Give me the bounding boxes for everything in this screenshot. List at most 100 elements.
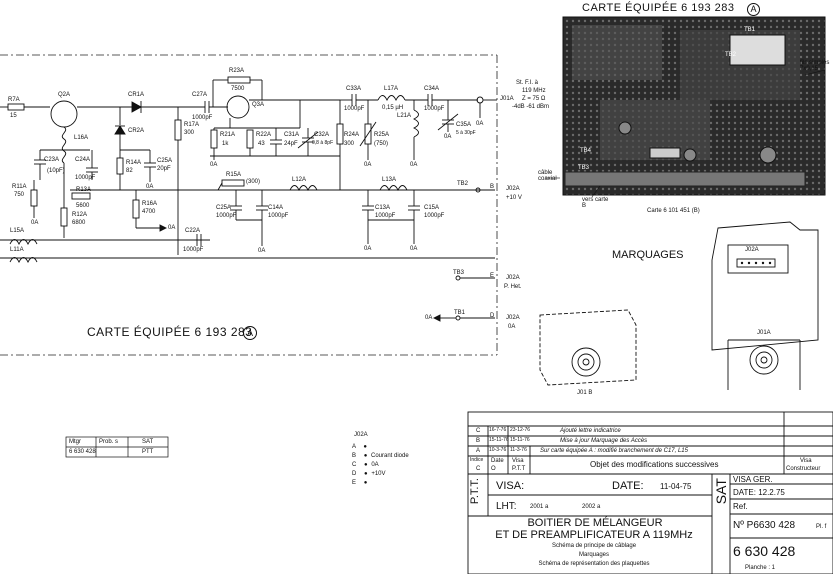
- c32a-value: 0,8 à 8pF: [312, 140, 334, 146]
- small-table-c2: PTT: [142, 449, 154, 455]
- c23a-value: (10pF): [47, 168, 65, 174]
- photo-tb2-label: TB2: [725, 52, 737, 58]
- rev-b-date: 15-11-76: [489, 437, 509, 443]
- tb1-label: TB1: [454, 310, 466, 316]
- c25a-top-label: C25A: [157, 158, 173, 164]
- r13a-value: 5600: [76, 203, 90, 209]
- ground-label-2: 0A: [146, 184, 154, 190]
- c33a-label: C33A: [346, 86, 362, 92]
- r22a-value: 43: [258, 141, 265, 147]
- pinout-dot: ●: [363, 444, 367, 450]
- r12a-label: R12A: [72, 212, 88, 218]
- ground-label-11: 0A: [168, 225, 176, 231]
- r14a-value: 82: [126, 168, 133, 174]
- tb-code: 6 630 428: [733, 543, 796, 559]
- tb-ref: Ref.: [733, 502, 748, 511]
- r24a-resistor: [336, 123, 344, 145]
- ground-label-9: 0A: [364, 246, 372, 252]
- cr1a-label: CR1A: [128, 92, 145, 98]
- bottom-card-heading: CARTE ÉQUIPÉE 6 193 283: [87, 325, 253, 339]
- rev-header-constructeur: Constructeur: [786, 466, 821, 472]
- ground-label-3: 0A: [210, 162, 218, 168]
- j02a-0a-sub: 0A: [508, 324, 516, 330]
- l13a-label: L13A: [382, 177, 397, 183]
- pinout-desc: 0A: [371, 462, 379, 468]
- ground-label-10: 0A: [410, 246, 418, 252]
- l17a-value: 0,15 µH: [382, 105, 404, 111]
- tb-sub3: Schéma de représentation des plaquettes: [538, 561, 650, 567]
- schematic-wiring: [0, 76, 497, 322]
- r21a-resistor: [210, 129, 218, 149]
- tb-visa-ger: VISA GER.: [733, 475, 773, 484]
- c24a-value: 1000pF: [75, 175, 96, 181]
- tb2-label: TB2: [457, 181, 469, 187]
- r15a-resistor: [221, 179, 245, 187]
- q2a-transistor: [50, 100, 78, 128]
- r12a-value: 6800: [72, 220, 86, 226]
- signal-note-2: 119 MHz: [522, 88, 546, 94]
- r16a-label: R16A: [142, 201, 158, 207]
- r12a-resistor: [60, 207, 68, 227]
- r7a-label: R7A: [8, 97, 20, 103]
- ground-label-1: 0A: [31, 220, 39, 226]
- rev-b-letter: B: [476, 438, 481, 444]
- tb-date-value: 11-04-75: [660, 482, 692, 491]
- photo-tb3-label: TB3: [578, 165, 590, 171]
- photo-tb4-label: TB4: [580, 148, 592, 154]
- r17a-value: 300: [184, 130, 195, 136]
- q3a-label: Q3A: [252, 102, 265, 108]
- r15a-label: R15A: [226, 172, 242, 178]
- rev-b-date2: 15-11-76: [510, 437, 530, 443]
- tb-sat: SAT: [713, 478, 729, 505]
- r7a-resistor: [7, 103, 25, 111]
- tb-pt: Pl. f: [816, 524, 827, 530]
- r21a-value: 1k: [222, 141, 229, 147]
- rev-c-text: Ajouté lettre indicatrice: [560, 428, 621, 434]
- pinout-row: C ● 0A: [352, 462, 379, 471]
- r17a-label: R17A: [184, 122, 200, 128]
- l17a-label: L17A: [384, 86, 399, 92]
- card-ref-label: Carte 6 101 451 (B): [647, 208, 700, 214]
- tb-lht-value1: 2001 a: [530, 504, 549, 510]
- pinout-dot: ●: [364, 471, 368, 477]
- r11a-resistor: [30, 189, 38, 207]
- c13a-value: 1000pF: [375, 213, 396, 219]
- c31a-label: C31A: [284, 132, 300, 138]
- pinout-desc: +10V: [371, 471, 386, 477]
- cr2a-label: CR2A: [128, 128, 145, 134]
- pinout-pin: D: [352, 471, 357, 477]
- fils-simples-label: fils simples 7x0,15: [800, 60, 830, 72]
- pinout-dot: ●: [363, 480, 368, 486]
- tb-planche: Planche : 1: [745, 565, 776, 571]
- c14a-label: C14A: [268, 205, 284, 211]
- tb-number: Nº P6630 428: [733, 520, 796, 531]
- signal-note-1: St. F.I. à: [516, 80, 539, 86]
- l11a-label: L11A: [10, 247, 24, 253]
- pinout-title: J02A: [354, 432, 368, 438]
- c27a-value: 1000pF: [192, 115, 213, 121]
- c31a-value: 24pF: [284, 141, 298, 147]
- pinout-dot: ●: [364, 462, 368, 468]
- r15a-value: (300): [246, 179, 261, 185]
- r7a-value: 15: [10, 113, 17, 119]
- pin-d-label: D: [490, 313, 495, 319]
- tb-lht-label: LHT:: [496, 501, 517, 512]
- small-table-c0: 6 630 428: [69, 449, 96, 455]
- r13a-label: R13A: [76, 187, 92, 193]
- marquages-heading: MARQUAGES: [612, 249, 684, 261]
- r14a-label: R14A: [126, 160, 142, 166]
- signal-note-4: -4dB -61 dBm: [512, 104, 550, 110]
- c33a-value: 1000pF: [344, 106, 365, 112]
- pinout-pin: B: [352, 453, 357, 459]
- tb-title1: BOITIER DE MÉLANGEUR: [527, 517, 663, 529]
- q3a-transistor: [226, 95, 250, 119]
- rev-header-date: Date: [491, 458, 504, 464]
- r24a-label: R24A: [344, 132, 360, 138]
- pinout-row: D ● +10V: [352, 471, 386, 480]
- rev-header-ptt: P.T.T: [512, 466, 526, 472]
- tb-sub2: Marquages: [578, 552, 610, 558]
- c24a-label: C24A: [75, 157, 91, 163]
- pinout-desc: Courant diode: [370, 453, 409, 459]
